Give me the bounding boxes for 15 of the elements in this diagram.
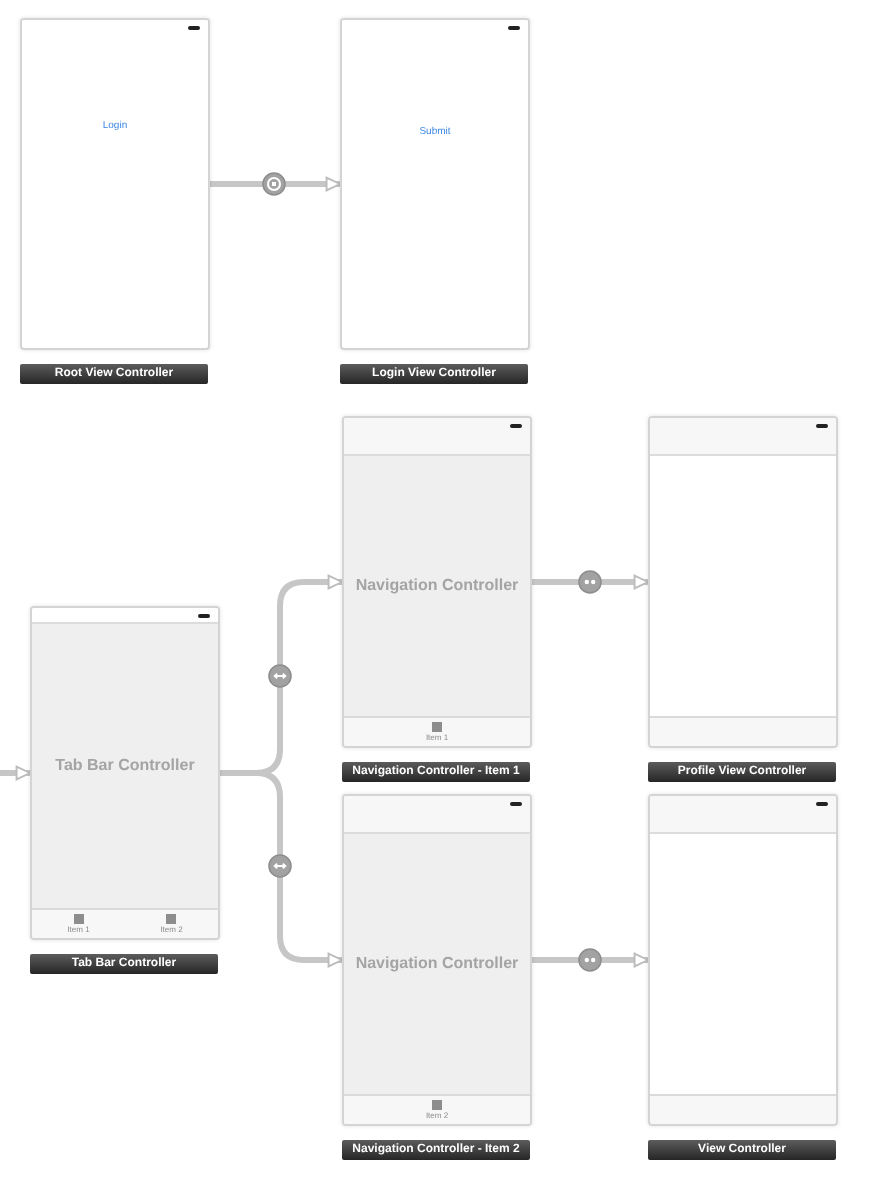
phone-screen	[340, 18, 530, 350]
phone-screen	[20, 18, 210, 350]
entry-arrow	[0, 765, 31, 781]
phone-screen	[30, 606, 220, 940]
placeholder-title: Tab Bar Controller	[55, 756, 195, 776]
phone-screen	[648, 416, 838, 748]
segue-arrow	[532, 952, 649, 968]
segue-arrow	[220, 770, 343, 968]
phone-screen	[342, 794, 532, 1126]
placeholder-title: Navigation Controller	[355, 954, 519, 974]
phone-screen	[648, 794, 838, 1126]
placeholder-title: Navigation Controller	[355, 576, 519, 596]
segue-arrow	[532, 574, 649, 590]
phone-screen	[342, 416, 532, 748]
segue-arrow	[210, 176, 341, 192]
